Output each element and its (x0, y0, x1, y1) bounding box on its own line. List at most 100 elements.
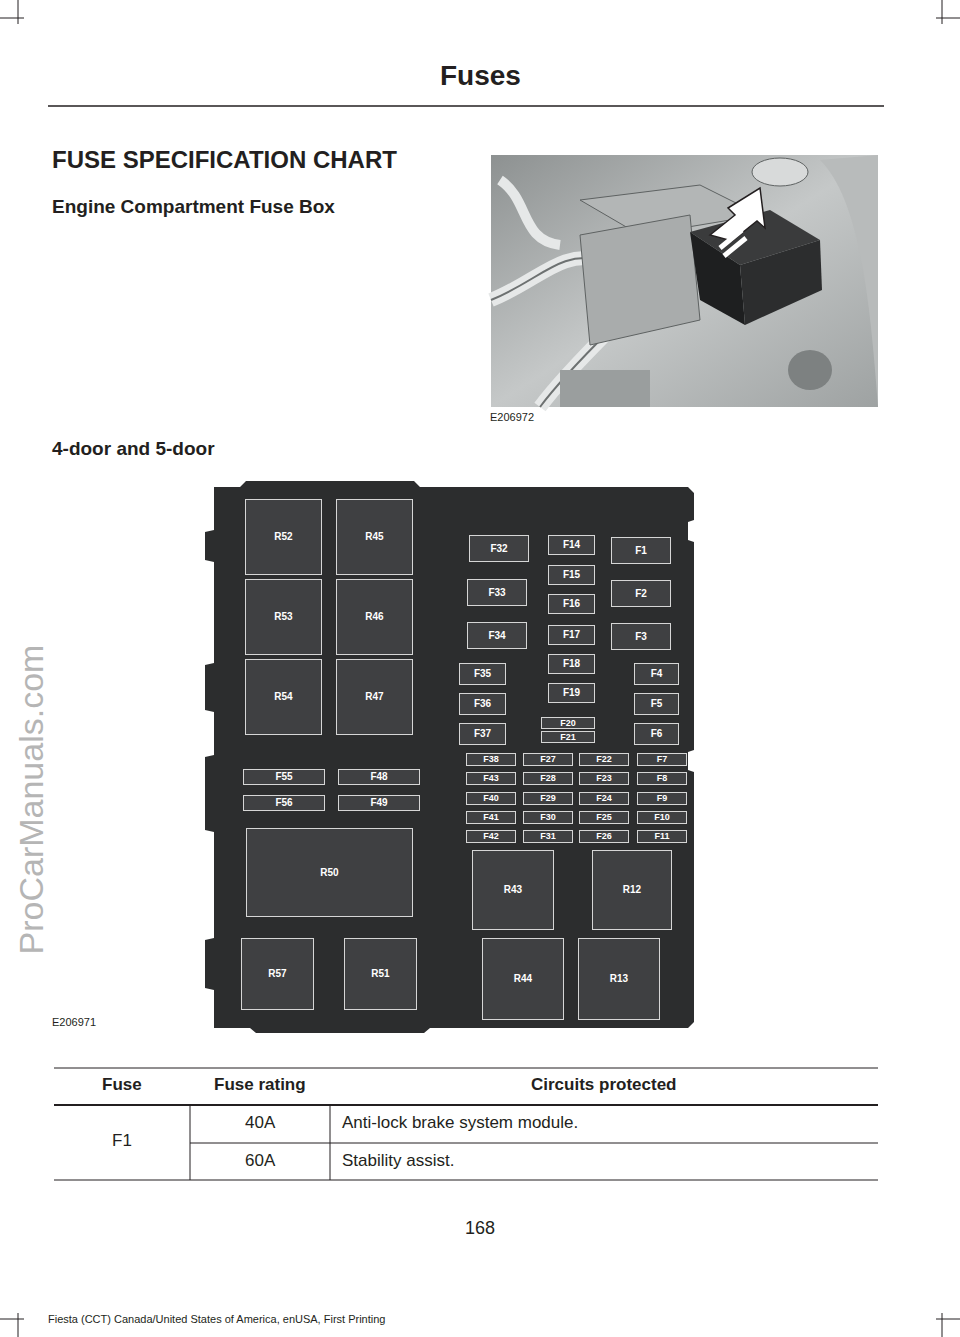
fuse-slot: F21 (541, 731, 595, 743)
fuse-slot: F20 (541, 717, 595, 729)
relay-box: R52 (245, 499, 322, 575)
table-cell: Stability assist. (342, 1151, 454, 1171)
table-rules (54, 1068, 878, 1180)
engine-bay-illustration (491, 155, 878, 407)
fuse-slot: F26 (579, 830, 629, 843)
fuse-slot: F1 (611, 537, 671, 564)
fuse-id: F25 (596, 813, 612, 822)
fuse-slot: F27 (523, 753, 573, 766)
fuse-slot: F41 (466, 811, 516, 824)
section-title: FUSE SPECIFICATION CHART (52, 146, 397, 174)
fuse-id: F6 (651, 729, 663, 739)
figure-code: E206971 (52, 1016, 96, 1029)
figure-code: E206972 (490, 411, 534, 424)
fuse-slot: F29 (523, 792, 573, 805)
fuse-slot: F55 (243, 769, 325, 785)
fuse-id: R13 (610, 974, 628, 984)
fuse-slot: F24 (579, 792, 629, 805)
fuse-slot: F43 (466, 772, 516, 785)
fuse-slot: F32 (469, 535, 529, 562)
fuse-box-housing (205, 481, 694, 1033)
fuse-id: F11 (654, 832, 669, 841)
relay-box: R57 (241, 938, 314, 1010)
header-rule (48, 105, 884, 107)
relay-box: R43 (472, 850, 554, 930)
relay-box: R54 (245, 659, 322, 735)
fuse-id: F49 (370, 798, 387, 808)
fuse-slot: F16 (548, 594, 595, 614)
fuse-id: F28 (540, 774, 556, 783)
fuse-slot: F36 (459, 693, 506, 715)
subheading: 4-door and 5-door (52, 438, 215, 460)
fuse-id: F41 (483, 813, 499, 822)
running-header: Fuses (440, 60, 521, 92)
table-header: Circuits protected (531, 1075, 676, 1095)
fuse-id: R45 (365, 532, 383, 542)
fuse-slot: F33 (467, 579, 527, 606)
fuse-id: F56 (275, 798, 292, 808)
fuse-id: F19 (563, 688, 580, 698)
fuse-id: F34 (488, 631, 505, 641)
fuse-slot: F42 (466, 830, 516, 843)
fuse-id: F4 (651, 669, 663, 679)
fuse-id: F42 (483, 832, 499, 841)
relay-box: R51 (344, 938, 417, 1010)
fuse-slot: F18 (548, 654, 595, 674)
fuse-id: F24 (596, 794, 612, 803)
fuse-id: R54 (274, 692, 292, 702)
fuse-id: F10 (654, 813, 670, 822)
fuse-id: F14 (563, 540, 580, 550)
fuse-slot: F8 (637, 772, 687, 785)
table-cell: 40A (245, 1113, 275, 1133)
fuse-id: R52 (274, 532, 292, 542)
relay-box: R12 (592, 850, 672, 930)
fuse-id: F8 (657, 774, 668, 783)
relay-box: R44 (482, 938, 564, 1020)
fuse-id: F20 (560, 719, 576, 728)
fuse-id: F30 (540, 813, 556, 822)
table-header: Fuse (102, 1075, 142, 1095)
fuse-slot: F56 (243, 795, 325, 811)
fuse-id: F22 (596, 755, 612, 764)
fuse-slot: F48 (338, 769, 420, 785)
fuse-slot: F28 (523, 772, 573, 785)
fuse-slot: F23 (579, 772, 629, 785)
watermark: ProCarManuals.com (12, 645, 51, 955)
fuse-id: F5 (651, 699, 663, 709)
fuse-id: F32 (490, 544, 507, 554)
fuse-id: F43 (483, 774, 499, 783)
fuse-id: F3 (635, 632, 647, 642)
fuse-id: F48 (370, 772, 387, 782)
fuse-id: F18 (563, 659, 580, 669)
fuse-id: F7 (657, 755, 668, 764)
fuse-slot: F2 (611, 580, 671, 607)
fuse-id: R57 (268, 969, 286, 979)
fuse-slot: F37 (459, 723, 506, 745)
fuse-id: R12 (623, 885, 641, 895)
fuse-slot: F6 (634, 723, 679, 745)
page-number: 168 (465, 1218, 495, 1239)
fuse-id: F26 (596, 832, 612, 841)
fuse-slot: F35 (459, 663, 506, 685)
fuse-id: F2 (635, 589, 647, 599)
fuse-id: F17 (563, 630, 580, 640)
fuse-id: F16 (563, 599, 580, 609)
fuse-slot: F11 (637, 830, 687, 843)
fuse-id: R51 (371, 969, 389, 979)
fuse-slot: F15 (548, 565, 595, 585)
table-cell: F1 (112, 1131, 132, 1151)
fuse-slot: F49 (338, 795, 420, 811)
fuse-id: F55 (275, 772, 292, 782)
fuse-id: F40 (483, 794, 499, 803)
fuse-slot: F25 (579, 811, 629, 824)
fuse-id: R44 (514, 974, 532, 984)
fuse-slot: F19 (548, 683, 595, 703)
fuse-slot: F5 (634, 693, 679, 715)
relay-box: R46 (336, 579, 413, 655)
fuse-id: R47 (365, 692, 383, 702)
fuse-id: F31 (540, 832, 556, 841)
table-header: Fuse rating (214, 1075, 306, 1095)
fuse-id: F35 (474, 669, 491, 679)
fuse-id: R50 (320, 868, 338, 878)
fuse-slot: F4 (634, 663, 679, 685)
